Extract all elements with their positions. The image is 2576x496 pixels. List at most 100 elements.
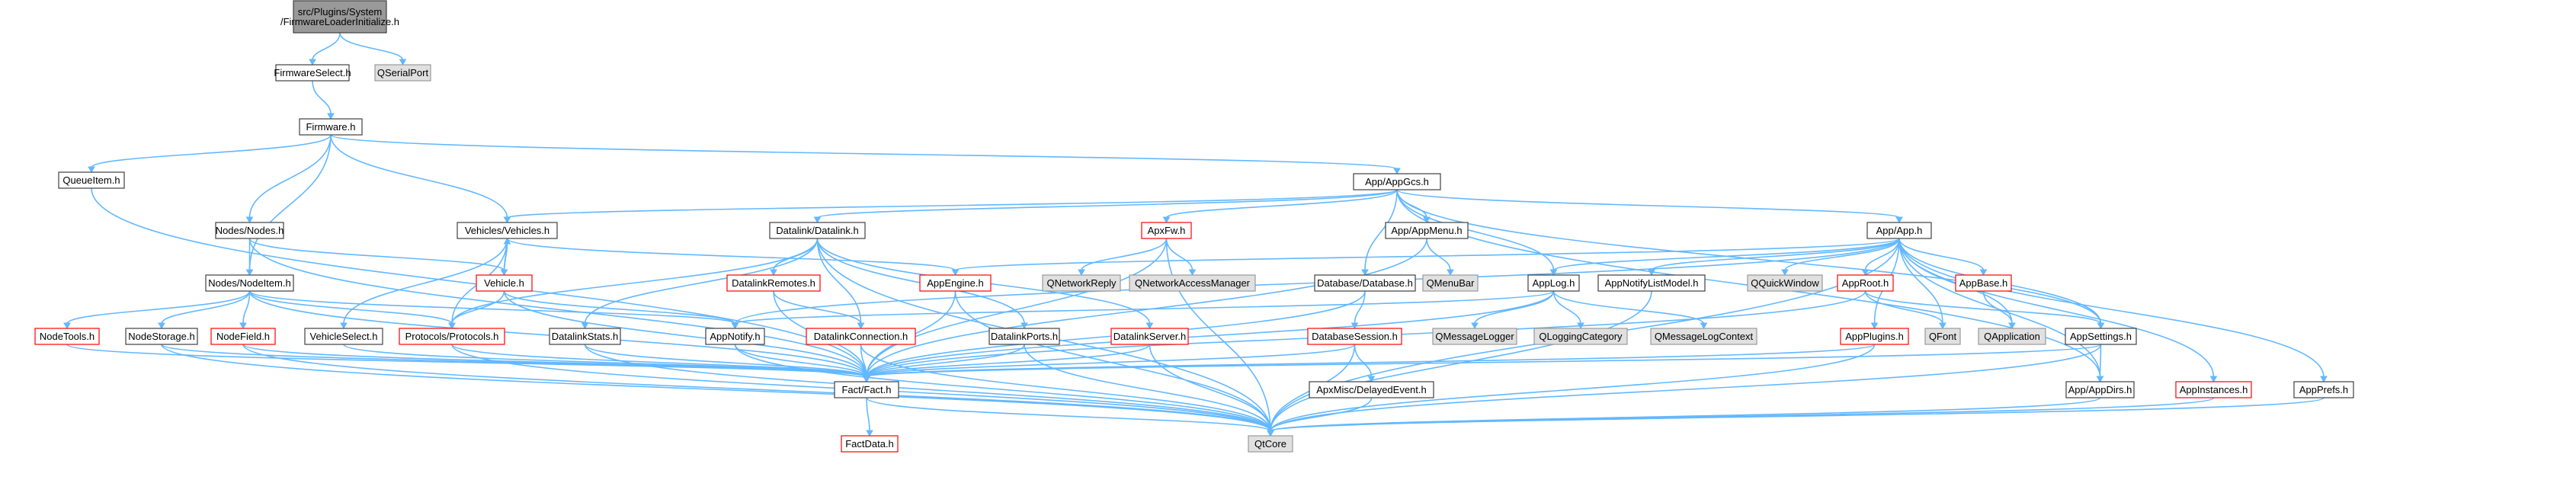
edge-arrowhead [399,59,407,66]
node-box [806,328,916,345]
edge-nodeitem-to-nodetools [66,290,251,325]
node-nodefield[interactable]: NodeField.h [210,328,276,345]
edge-arrowhead [866,430,873,437]
node-appnotifylistmodel[interactable]: AppNotifyListModel.h [1597,274,1706,292]
node-box [549,328,621,345]
edge-arrowhead [309,59,316,66]
node-apxfw[interactable]: ApxFw.h [1141,222,1192,239]
node-queueitem[interactable]: QueueItem.h [58,171,125,189]
node-label: QMessageLogger [1435,331,1514,342]
node-databasesession[interactable]: DatabaseSession.h [1307,328,1402,345]
edge-fact-to-qtcore [866,397,1271,432]
node-box [210,328,276,345]
node-box [304,328,383,345]
node-label: AppNotifyListModel.h [1605,277,1699,289]
node-label: AppEngine.h [927,277,983,289]
node-label: AppPlugins.h [1845,331,1904,342]
node-appbase[interactable]: AppBase.h [1955,274,2012,292]
node-label: Nodes/NodeItem.h [208,277,290,289]
node-root[interactable]: src/Plugins/System/FirmwareLoaderInitial… [280,0,399,34]
node-label: App/AppGcs.h [1365,176,1429,187]
node-delayedevent[interactable]: ApxMisc/DelayedEvent.h [1309,381,1434,398]
node-box [2175,381,2252,398]
node-label: QQuickWindow [1751,277,1819,289]
node-datalinkserver[interactable]: DatalinkServer.h [1110,328,1189,345]
node-box [275,64,350,82]
node-label: DatalinkConnection.h [814,331,908,342]
node-label: FirmwareSelect.h [274,67,351,78]
edge-arrowhead [1979,269,1988,277]
edge-appsettings-to-fact [866,344,2102,378]
node-datalinkstats[interactable]: DatalinkStats.h [549,328,621,345]
edge-appplugins-to-qtcore [1270,344,1876,432]
node-box [2293,381,2354,398]
edge-appsettings-to-qtcore [1270,344,2102,432]
edge-nodes-to-fact [248,238,867,378]
edge-app-to-appdirs [1898,238,2101,378]
node-appdirs[interactable]: App/AppDirs.h [2065,381,2135,398]
node-protocols[interactable]: Protocols/Protocols.h [399,328,505,345]
node-vehicle[interactable]: Vehicle.h [476,274,533,292]
node-firmware[interactable]: Firmware.h [299,118,363,136]
node-label: QSerialPort [377,67,429,78]
edge-arrowhead [1549,269,1558,277]
node-fact[interactable]: Fact/Fact.h [834,381,899,398]
node-qmessagelogcontext: QMessageLogContext [1650,328,1757,345]
node-label: QMessageLogContext [1655,331,1754,342]
node-datalinkconnection[interactable]: DatalinkConnection.h [806,328,916,345]
edge-arrowhead [1648,269,1655,277]
edge-firmwareselect-to-firmware [312,80,332,115]
node-nodeitem[interactable]: Nodes/NodeItem.h [205,274,294,292]
node-label: /FirmwareLoaderInitialize.h [280,16,399,27]
edge-arrowhead [1078,269,1085,277]
node-nodestorage[interactable]: NodeStorage.h [125,328,198,345]
node-factdata[interactable]: FactData.h [841,435,899,453]
node-qserialport: QSerialPort [374,64,431,82]
edge-arrowhead [1145,322,1154,330]
node-vehicles[interactable]: Vehicles/Vehicles.h [457,222,558,239]
node-app[interactable]: App/App.h [1866,222,1932,239]
edge-apxfw-to-fact [866,238,1168,378]
node-appinstances[interactable]: AppInstances.h [2175,381,2252,398]
edge-datalinkserver-to-qtcore [1149,344,1271,432]
node-datalinkremotes[interactable]: DatalinkRemotes.h [726,274,821,292]
edge-appmenu-to-qmenubar [1426,238,1451,271]
node-vehicleselect[interactable]: VehicleSelect.h [304,328,383,345]
edge-arrowhead [2008,322,2016,330]
node-box [1866,222,1932,239]
edge-app-to-appbase [1898,238,1985,271]
node-nodetools[interactable]: NodeTools.h [34,328,100,345]
node-appplugins[interactable]: AppPlugins.h [1840,328,1909,345]
edge-arrowhead [857,322,865,330]
node-qtcore: QtCore [1248,435,1293,453]
node-box [34,328,100,345]
node-box [841,435,899,453]
node-appsettings[interactable]: AppSettings.h [2065,328,2137,345]
edge-vehicles-to-appengine [506,238,956,271]
node-box [1141,222,1192,239]
node-applog[interactable]: AppLog.h [1527,274,1580,292]
node-appmenu[interactable]: App/AppMenu.h [1385,222,1469,239]
edge-appdirs-to-qtcore [1270,397,2101,432]
node-appgcs[interactable]: App/AppGcs.h [1353,173,1441,190]
node-database[interactable]: Database/Database.h [1314,274,1416,292]
node-nodes[interactable]: Nodes/Nodes.h [215,222,284,239]
node-firmwareselect[interactable]: FirmwareSelect.h [274,64,351,82]
node-approot[interactable]: AppRoot.h [1837,274,1894,292]
node-box [1422,274,1479,292]
node-label: Nodes/Nodes.h [216,225,284,236]
node-appengine[interactable]: AppEngine.h [919,274,992,292]
node-box [1248,435,1293,453]
edge-arrowhead [158,322,165,330]
edge-arrowhead [503,216,511,224]
node-appprefs[interactable]: AppPrefs.h [2293,381,2354,398]
node-datalink[interactable]: Datalink/Datalink.h [769,222,866,239]
node-box [374,64,431,82]
node-appnotify[interactable]: AppNotify.h [705,328,765,345]
node-datalinkports[interactable]: DatalinkPorts.h [988,328,1060,345]
edge-app-to-appinstances [1898,238,2215,378]
edge-appgcs-to-app [1396,189,1900,219]
edge-arrowhead [1188,269,1197,277]
node-box [1129,274,1256,292]
node-box [293,0,387,34]
